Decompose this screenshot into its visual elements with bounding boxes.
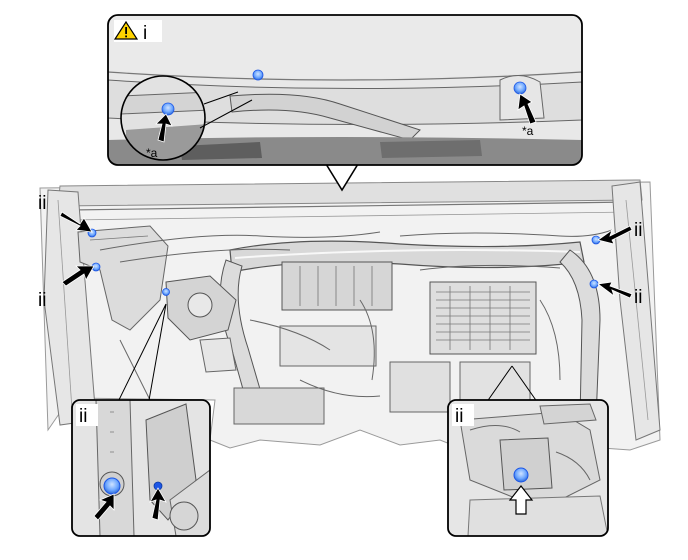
arrow-top-right — [517, 93, 537, 125]
top-inset-panel: *a *a i — [107, 14, 583, 192]
main-assembly-view: ii ii ii ii — [38, 179, 661, 453]
arrow-left-lower — [61, 265, 95, 287]
clip-right-lower — [589, 279, 599, 289]
bottom-right-inset-panel: ii — [447, 399, 609, 537]
label-right-upper: ii — [634, 220, 642, 241]
bottom-left-inset-panel: ii — [71, 399, 211, 537]
arrow-bottom-left-2 — [149, 487, 167, 521]
clip-steering-bracket — [162, 288, 170, 296]
label-right-lower: ii — [634, 287, 642, 308]
leader-bottom-left — [115, 303, 167, 407]
label-left-upper: ii — [38, 193, 46, 214]
label-left-lower: ii — [38, 290, 46, 311]
arrow-bottom-right-outline — [508, 485, 534, 515]
arrow-left-upper — [59, 211, 93, 233]
arrow-bottom-left-1 — [93, 493, 115, 521]
warning-triangle-icon — [113, 20, 139, 40]
clip-magnified — [161, 102, 175, 116]
label-bottom-right: ii — [455, 406, 463, 427]
magnifier-circle — [120, 75, 206, 161]
label-bottom-left: ii — [79, 406, 87, 427]
arrow-right-upper — [597, 225, 633, 245]
clip-bottom-right — [513, 467, 529, 483]
arrow-right-lower — [596, 281, 633, 299]
bolt-bottom-left-large — [103, 477, 121, 495]
note-a-right: *a — [522, 124, 534, 138]
clip-cowl-center — [252, 69, 264, 81]
clip-cowl-right — [513, 81, 527, 95]
label-top-i: i — [143, 23, 147, 44]
note-a-left: *a — [146, 146, 158, 160]
arrow-top-left — [155, 113, 173, 143]
